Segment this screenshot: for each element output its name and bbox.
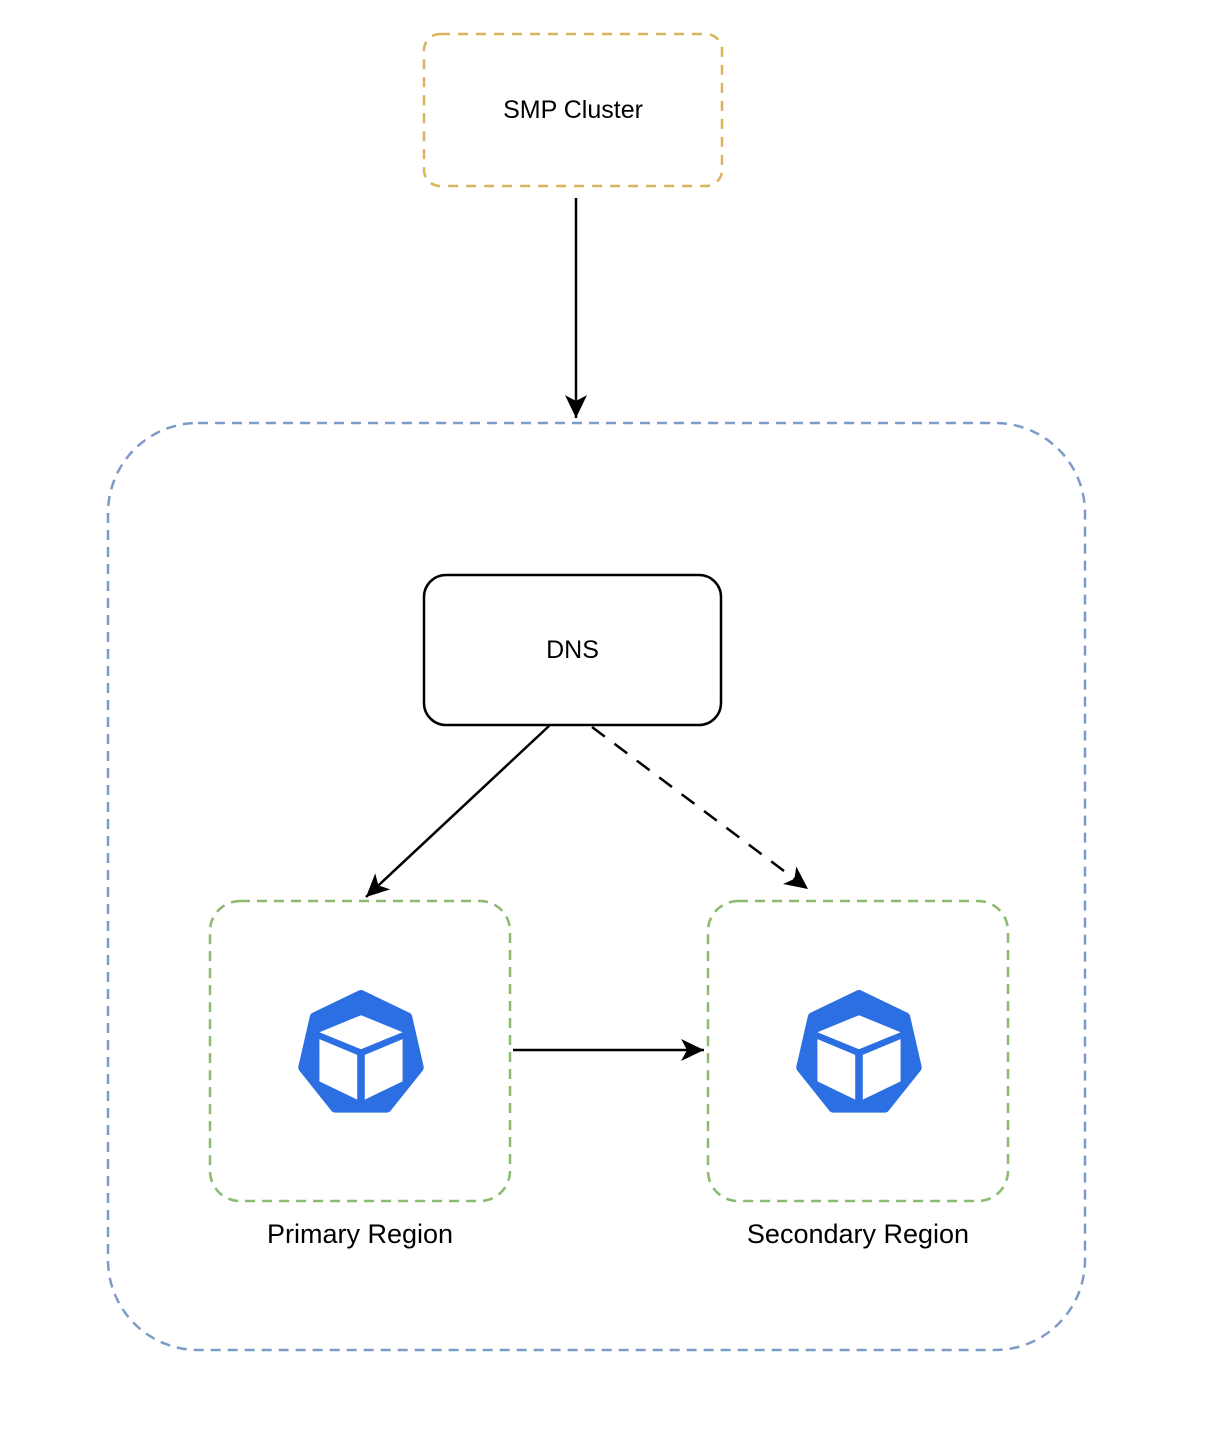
regions-container-box bbox=[106, 421, 1087, 1352]
kubernetes-cluster-icon bbox=[796, 990, 922, 1113]
dns-box bbox=[422, 573, 723, 727]
arrow-dns-to-secondary-dashed bbox=[591, 726, 809, 890]
kubernetes-cluster-icon bbox=[298, 990, 424, 1113]
arrow-dns-to-primary bbox=[365, 725, 550, 898]
smp-cluster-box bbox=[422, 32, 724, 188]
